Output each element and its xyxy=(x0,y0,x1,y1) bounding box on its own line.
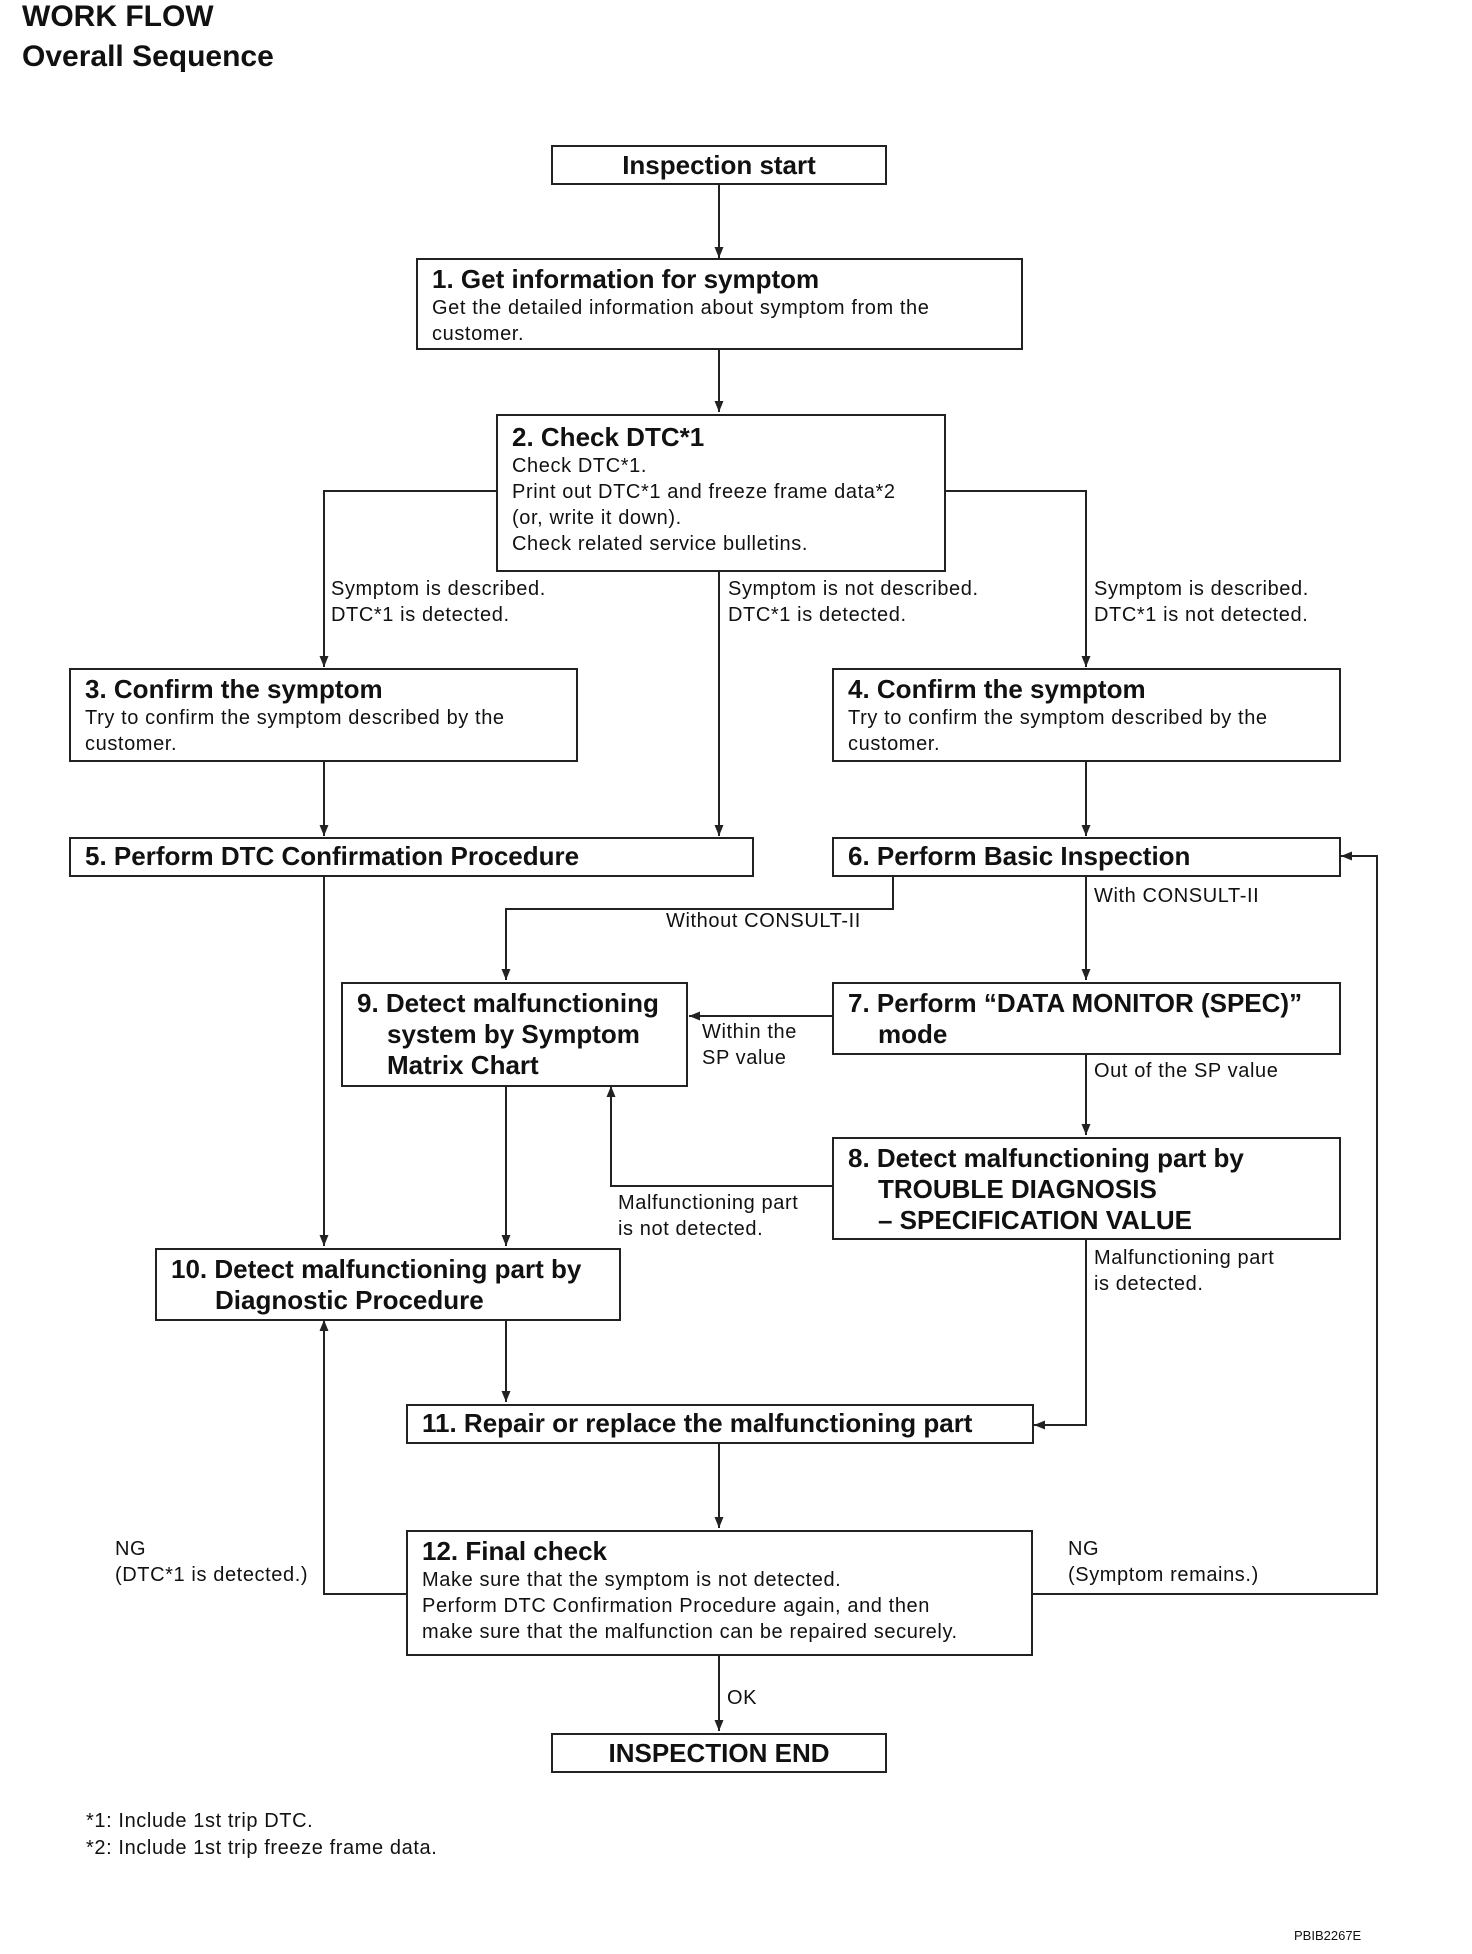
step-7-title-line-1: 7. Perform “DATA MONITOR (SPEC)” xyxy=(848,988,1303,1018)
arrow-2-to-3 xyxy=(319,490,497,667)
step-5-box: 5. Perform DTC Confirmation Procedure xyxy=(69,837,754,877)
inspection-start-box: Inspection start xyxy=(551,145,887,185)
step-10-title-line-1: 10. Detect malfunctioning part by xyxy=(171,1254,582,1284)
label-malf-detected-line-1: Malfunctioning part xyxy=(1094,1247,1275,1269)
step-12-title: 12. Final check xyxy=(422,1536,607,1566)
step-7-box: 7. Perform “DATA MONITOR (SPEC)” mode xyxy=(832,982,1341,1055)
label-malf-detected-line-2: is detected. xyxy=(1094,1273,1204,1295)
label-ng-right-line-2: (Symptom remains.) xyxy=(1068,1564,1259,1586)
step-2-desc-line-3: (or, write it down). xyxy=(512,507,682,529)
inspection-start-title: Inspection start xyxy=(622,150,816,180)
label-within-sp-line-1: Within the xyxy=(702,1021,797,1043)
label-malf-not-detected-line-1: Malfunctioning part xyxy=(618,1192,799,1214)
step-4-box: 4. Confirm the symptom Try to confirm th… xyxy=(832,668,1341,762)
step-8-title-line-2: TROUBLE DIAGNOSIS xyxy=(878,1174,1157,1204)
label-ok: OK xyxy=(727,1687,758,1709)
step-3-box: 3. Confirm the symptom Try to confirm th… xyxy=(69,668,578,762)
label-ng-left-line-1: NG xyxy=(115,1538,147,1560)
label-malf-not-detected-line-2: is not detected. xyxy=(618,1218,764,1240)
label-right-branch-line-2: DTC*1 is not detected. xyxy=(1094,604,1309,626)
step-12-desc-line-1: Make sure that the symptom is not detect… xyxy=(422,1569,842,1591)
step-4-title: 4. Confirm the symptom xyxy=(848,674,1146,704)
arrow-6-to-9 xyxy=(501,876,894,980)
step-11-title: 11. Repair or replace the malfunctioning… xyxy=(422,1408,973,1438)
figure-code: PBIB2267E xyxy=(1294,1928,1362,1943)
inspection-end-box: INSPECTION END xyxy=(551,1733,887,1773)
step-10-title-line-2: Diagnostic Procedure xyxy=(215,1285,484,1315)
arrow-2-to-4 xyxy=(945,490,1091,667)
page-title: WORK FLOW xyxy=(22,0,214,33)
step-6-box: 6. Perform Basic Inspection xyxy=(832,837,1341,877)
label-ng-right-line-1: NG xyxy=(1068,1538,1100,1560)
label-with-consult: With CONSULT-II xyxy=(1094,885,1260,907)
step-9-title-line-2: system by Symptom xyxy=(387,1019,640,1049)
step-2-desc-line-2: Print out DTC*1 and freeze frame data*2 xyxy=(512,481,896,503)
step-3-title: 3. Confirm the symptom xyxy=(85,674,383,704)
step-12-desc-line-3: make sure that the malfunction can be re… xyxy=(422,1621,958,1643)
inspection-end-title: INSPECTION END xyxy=(608,1738,830,1768)
label-right-branch: Symptom is described. DTC*1 is not detec… xyxy=(1094,576,1309,628)
arrow-12-to-6 xyxy=(1032,851,1378,1595)
label-malf-detected: Malfunctioning part is detected. xyxy=(1094,1245,1274,1297)
step-4-desc-line-2: customer. xyxy=(848,733,941,755)
step-8-title-line-1: 8. Detect malfunctioning part by xyxy=(848,1143,1244,1173)
label-mid-branch: Symptom is not described. DTC*1 is detec… xyxy=(728,576,979,628)
step-12-box: 12. Final check Make sure that the sympt… xyxy=(406,1530,1033,1656)
step-2-desc-line-1: Check DTC*1. xyxy=(512,455,648,477)
step-3-desc-line-2: customer. xyxy=(85,733,178,755)
step-12-desc-line-2: Perform DTC Confirmation Procedure again… xyxy=(422,1595,931,1617)
step-9-title-line-3: Matrix Chart xyxy=(387,1050,539,1080)
step-9-title-line-1: 9. Detect malfunctioning xyxy=(357,988,659,1018)
footnote-1: *1: Include 1st trip DTC. xyxy=(86,1810,314,1832)
step-2-desc-line-4: Check related service bulletins. xyxy=(512,533,808,555)
step-1-desc-line-2: customer. xyxy=(432,323,525,345)
step-8-title-line-3: – SPECIFICATION VALUE xyxy=(878,1205,1192,1235)
footnote-2: *2: Include 1st trip freeze frame data. xyxy=(86,1837,438,1859)
step-2-box: 2. Check DTC*1 Check DTC*1. Print out DT… xyxy=(496,414,946,572)
label-ng-left: NG (DTC*1 is detected.) xyxy=(115,1536,308,1588)
step-1-box: 1. Get information for symptom Get the d… xyxy=(416,258,1023,350)
step-7-title-line-2: mode xyxy=(878,1019,948,1049)
label-left-branch: Symptom is described. DTC*1 is detected. xyxy=(331,576,546,628)
arrow-8-to-9 xyxy=(606,1086,832,1187)
label-left-branch-line-1: Symptom is described. xyxy=(331,578,546,600)
step-11-box: 11. Repair or replace the malfunctioning… xyxy=(406,1404,1034,1444)
page-subtitle: Overall Sequence xyxy=(22,40,274,73)
step-2-title: 2. Check DTC*1 xyxy=(512,422,705,452)
footnotes: *1: Include 1st trip DTC. *2: Include 1s… xyxy=(86,1808,437,1862)
label-without-consult: Without CONSULT-II xyxy=(666,910,861,932)
label-mid-branch-line-2: DTC*1 is detected. xyxy=(728,604,907,626)
step-1-desc-line-1: Get the detailed information about sympt… xyxy=(432,297,930,319)
step-10-box: 10. Detect malfunctioning part by Diagno… xyxy=(155,1248,621,1321)
label-out-of-sp: Out of the SP value xyxy=(1094,1060,1279,1082)
label-left-branch-line-2: DTC*1 is detected. xyxy=(331,604,510,626)
label-malf-not-detected: Malfunctioning part is not detected. xyxy=(618,1190,798,1242)
step-5-title: 5. Perform DTC Confirmation Procedure xyxy=(85,841,580,871)
step-6-title: 6. Perform Basic Inspection xyxy=(848,841,1191,871)
arrow-8-to-11 xyxy=(1034,1238,1087,1430)
label-within-sp-line-2: SP value xyxy=(702,1047,787,1069)
label-mid-branch-line-1: Symptom is not described. xyxy=(728,578,979,600)
step-3-desc-line-1: Try to confirm the symptom described by … xyxy=(85,707,505,729)
step-4-desc-line-1: Try to confirm the symptom described by … xyxy=(848,707,1268,729)
label-right-branch-line-1: Symptom is described. xyxy=(1094,578,1309,600)
label-within-sp: Within the SP value xyxy=(702,1019,797,1071)
step-8-box: 8. Detect malfunctioning part by TROUBLE… xyxy=(832,1137,1341,1240)
label-ng-right: NG (Symptom remains.) xyxy=(1068,1536,1259,1588)
step-9-box: 9. Detect malfunctioning system by Sympt… xyxy=(341,982,688,1087)
arrow-12-to-10 xyxy=(319,1320,407,1595)
label-ng-left-line-2: (DTC*1 is detected.) xyxy=(115,1564,309,1586)
step-1-title: 1. Get information for symptom xyxy=(432,264,820,294)
